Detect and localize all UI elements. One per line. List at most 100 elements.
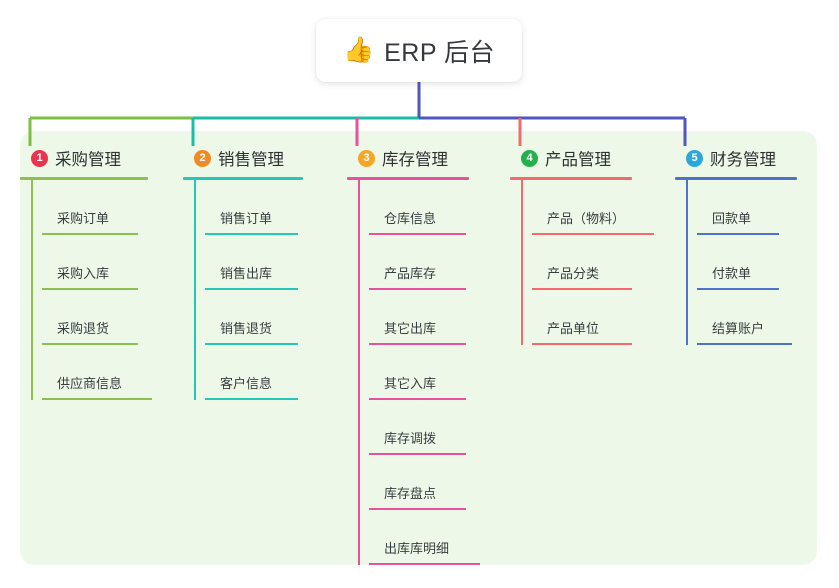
branch-item[interactable]: 采购退货 [42,290,148,345]
branch-item[interactable]: 仓库信息 [369,180,469,235]
branch-item-underline [369,508,466,510]
branch-underline [347,177,469,180]
branch-item-underline [205,398,298,400]
diagram-panel [20,131,817,565]
branch-item-underline [42,398,152,400]
branch-item-underline [205,343,298,345]
branch-item-label: 客户信息 [220,376,273,391]
root-title: ERP 后台 [384,38,496,67]
branch-index-badge: 5 [686,149,703,167]
branch-item-label: 库存调拨 [384,431,437,446]
branch-header[interactable]: 5 财务管理 [675,146,797,170]
branch-item[interactable]: 付款单 [697,235,797,290]
branch-columns: 1 采购管理采购订单采购入库采购退货供应商信息 2 销售管理销售订单销售出库销售退货客… [20,131,817,565]
branch-item-label: 销售退货 [220,321,273,336]
branch-item[interactable]: 产品分类 [532,235,632,290]
branch-spine [31,180,33,400]
branch-header[interactable]: 4 产品管理 [510,146,632,170]
branch-item-label: 回款单 [712,211,752,226]
branch-item-label: 产品单位 [547,321,600,336]
branch-item-underline [42,288,138,290]
branch-index-badge: 3 [358,149,375,167]
branch-spine [521,180,523,345]
branch-item[interactable]: 产品库存 [369,235,469,290]
branch-spine [194,180,196,400]
branch-item-label: 采购入库 [57,266,110,281]
branch-column: 1 采购管理采购订单采购入库采购退货供应商信息 [20,146,152,400]
branch-item[interactable]: 产品单位 [532,290,632,345]
branch-items: 销售订单销售出库销售退货客户信息 [183,180,303,400]
branch-item-underline [42,233,138,235]
branch-item[interactable]: 采购订单 [42,180,148,235]
branch-item-underline [697,343,792,345]
thumbs-up-icon: 👍 [342,36,375,64]
branch-item[interactable]: 采购入库 [42,235,148,290]
branch-item-label: 出库库明细 [384,541,450,556]
branch-header[interactable]: 1 采购管理 [20,146,148,170]
branch-title: 财务管理 [710,151,776,169]
branch-item[interactable]: 供应商信息 [42,345,152,400]
branch-underline [20,177,148,180]
branch-item-underline [697,288,779,290]
branch-title: 库存管理 [382,151,448,169]
branch-item-label: 供应商信息 [57,376,123,391]
branch-item[interactable]: 其它入库 [369,345,469,400]
branch-item-label: 销售订单 [220,211,273,226]
branch-item-label: 采购退货 [57,321,110,336]
branch-items: 产品（物料） 产品分类产品单位 [510,180,654,345]
branch-item[interactable]: 其它出库 [369,290,469,345]
branch-item-label: 产品（物料） [547,211,626,226]
branch-item[interactable]: 产品（物料） [532,180,654,235]
branch-item-label: 库存盘点 [384,486,437,501]
branch-item-underline [369,288,466,290]
branch-item[interactable]: 结算账户 [697,290,797,345]
branch-item-underline [369,343,466,345]
branch-item[interactable]: 销售订单 [205,180,303,235]
branch-item-underline [532,233,654,235]
branch-header[interactable]: 2 销售管理 [183,146,303,170]
branch-title: 产品管理 [545,151,611,169]
branch-item-underline [697,233,779,235]
branch-item-label: 其它入库 [384,376,437,391]
branch-item[interactable]: 库存盘点 [369,455,469,510]
branch-item-label: 仓库信息 [384,211,437,226]
branch-header[interactable]: 3 库存管理 [347,146,469,170]
branch-item-underline [369,563,480,565]
branch-item[interactable]: 客户信息 [205,345,303,400]
branch-items: 回款单付款单结算账户 [675,180,797,345]
branch-item-underline [369,453,466,455]
branch-item[interactable]: 销售退货 [205,290,303,345]
branch-item-label: 产品分类 [547,266,600,281]
branch-index-badge: 1 [31,149,48,167]
branch-item-underline [532,343,632,345]
branch-underline [675,177,797,180]
branch-title: 销售管理 [218,151,284,169]
branch-item-label: 产品库存 [384,266,437,281]
branch-spine [358,180,360,565]
branch-underline [183,177,303,180]
branch-item-label: 其它出库 [384,321,437,336]
branch-item[interactable]: 出库库明细 [369,510,480,565]
branch-index-badge: 2 [194,149,211,167]
branch-index-badge: 4 [521,149,538,167]
branch-column: 4 产品管理产品（物料） 产品分类产品单位 [510,146,654,345]
branch-item-label: 结算账户 [712,321,765,336]
branch-item[interactable]: 库存调拨 [369,400,469,455]
branch-column: 2 销售管理销售订单销售出库销售退货客户信息 [183,146,303,400]
branch-item-underline [532,288,632,290]
branch-item[interactable]: 回款单 [697,180,797,235]
branch-column: 3 库存管理仓库信息产品库存其它出库其它入库库存调拨库存盘点出库库明细 [347,146,480,565]
branch-item-label: 付款单 [712,266,752,281]
branch-item-label: 采购订单 [57,211,110,226]
branch-item-underline [369,233,466,235]
branch-item-underline [205,288,298,290]
branch-spine [686,180,688,345]
branch-item[interactable]: 销售出库 [205,235,303,290]
root-node[interactable]: 👍 ERP 后台 [316,19,522,82]
branch-item-underline [42,343,138,345]
branch-item-underline [205,233,298,235]
branch-title: 采购管理 [55,151,121,169]
branch-items: 采购订单采购入库采购退货供应商信息 [20,180,152,400]
branch-items: 仓库信息产品库存其它出库其它入库库存调拨库存盘点出库库明细 [347,180,480,565]
